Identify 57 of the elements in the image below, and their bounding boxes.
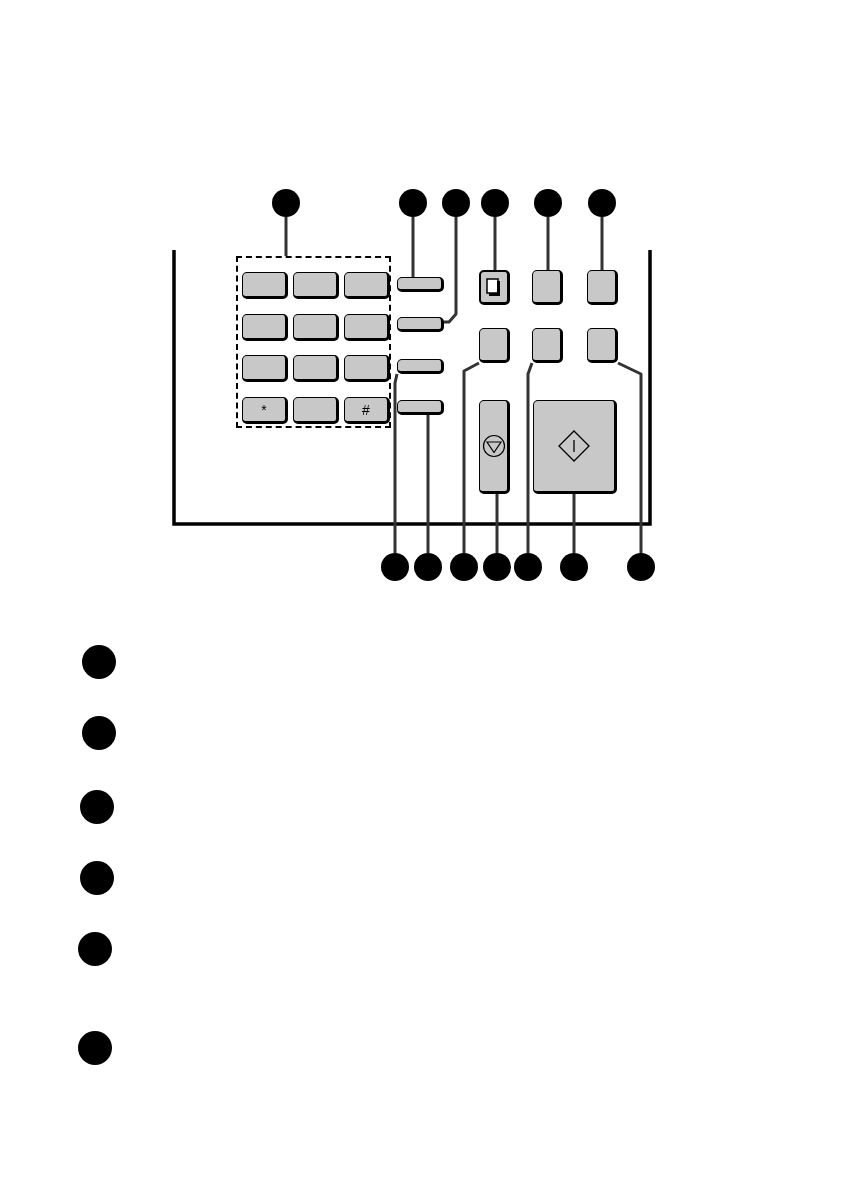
tall-button (479, 400, 510, 494)
bullet-circle (82, 716, 116, 750)
leader-line (495, 494, 499, 553)
leader-line (617, 361, 643, 553)
bullet-circle (78, 1031, 112, 1065)
callout-circle (514, 553, 542, 581)
square-button (479, 270, 510, 305)
leader-line (462, 361, 480, 553)
keypad-key: * (242, 397, 288, 424)
leader-line (572, 494, 576, 553)
square-button (532, 270, 563, 305)
keypad-key (344, 314, 390, 341)
square-button (587, 270, 618, 305)
callout-circle (560, 553, 588, 581)
leader-line (546, 217, 550, 270)
flat-button (397, 359, 444, 374)
bullet-circle (80, 861, 114, 895)
keypad-key: # (344, 397, 390, 424)
keypad-key (344, 272, 390, 299)
callout-circle (588, 189, 616, 217)
callout-circle (627, 553, 655, 581)
callout-circle (483, 553, 511, 581)
leader-line (493, 217, 497, 270)
square-button (532, 328, 563, 363)
keypad-key (242, 272, 288, 299)
keypad-key (242, 314, 288, 341)
callout-circle (481, 189, 509, 217)
callout-circle (442, 189, 470, 217)
flat-button (397, 277, 444, 292)
callout-circle (381, 553, 409, 581)
callout-circle (399, 189, 427, 217)
callout-circle (450, 553, 478, 581)
bullet-circle (82, 645, 116, 679)
leader-line (393, 373, 399, 553)
leader-line (284, 217, 288, 256)
large-button (533, 400, 617, 494)
keypad-key (293, 272, 339, 299)
callout-circle (272, 189, 300, 217)
callout-circle (414, 553, 442, 581)
leader-line (526, 362, 534, 553)
keypad-key (293, 355, 339, 382)
callout-circle (534, 189, 562, 217)
keypad-key (242, 355, 288, 382)
keypad-key (293, 314, 339, 341)
leader-line (411, 217, 415, 277)
flat-button (397, 400, 444, 415)
leader-line (600, 217, 604, 270)
leader-line (426, 415, 430, 553)
square-button (479, 328, 510, 363)
leader-line (444, 217, 458, 324)
keypad-frame (236, 256, 391, 428)
keypad-key (344, 355, 390, 382)
flat-button (397, 317, 444, 332)
bullet-circle (78, 932, 112, 966)
keypad-key (293, 397, 339, 424)
square-button (587, 328, 618, 363)
bullet-circle (80, 790, 114, 824)
